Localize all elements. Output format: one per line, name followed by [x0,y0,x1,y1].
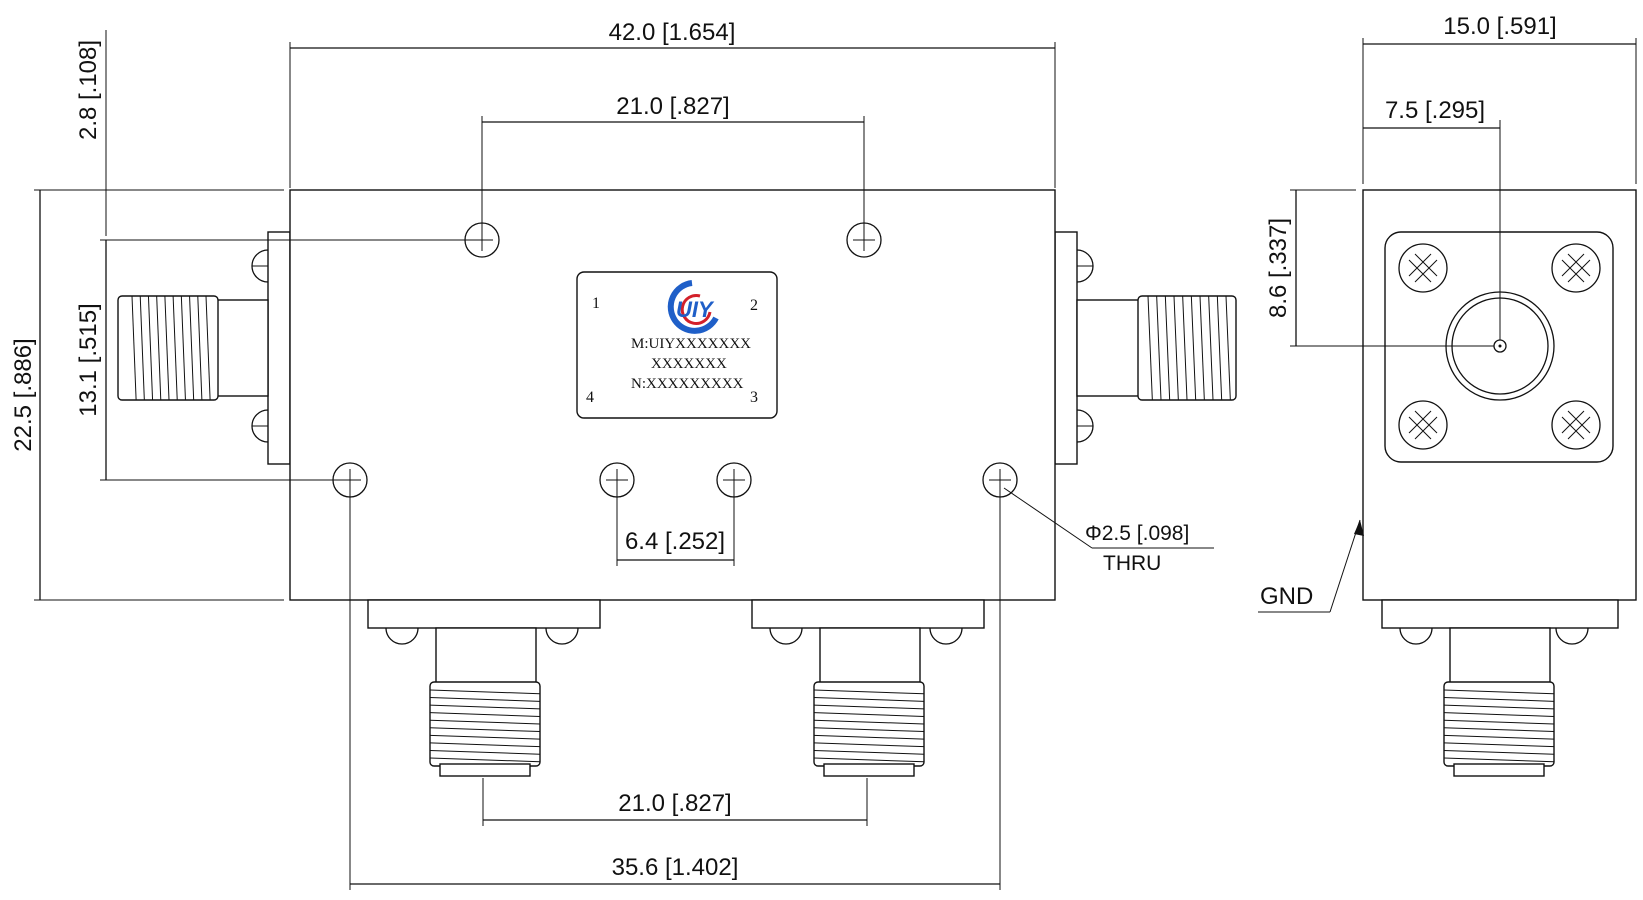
thread-line [813,749,925,755]
thread-line [429,704,541,710]
dim-top-hole-spacing: 21.0 [.827] [481,93,865,230]
thread-line [1443,742,1555,748]
thread-line [429,727,541,733]
thread-line [1443,689,1555,695]
bottom-sma-connector-right [751,599,985,777]
dim-side-center: 7.5 [.295] [1363,97,1501,340]
thread-line [1443,704,1555,710]
gnd-text: GND [1260,583,1313,610]
dim-side-width-text: 15.0 [.591] [1443,13,1556,40]
code-line: XXXXXXX [651,356,727,372]
thread-line [139,295,145,401]
flange-screw [1398,243,1448,293]
side-view [1362,189,1637,777]
dim-bottom-connector-spacing: 21.0 [.827] [482,778,868,826]
uiy-logo: UIY [667,280,719,334]
dim-top-edge-offset: 2.8 [.108] [75,30,480,241]
dim-hole-row-spacing: 13.1 [.515] [75,240,350,481]
thread-line [1208,295,1214,401]
nameplate: UIY 1 2 4 3 M:UIYXXXXXXX XXXXXXX N:XXXXX… [576,271,778,419]
hole-type-text: THRU [1103,552,1161,575]
dim-overall-length: 42.0 [1.654] [289,19,1056,188]
flange-screw [1551,400,1601,450]
thread-line [813,727,925,733]
thread-line [1182,295,1188,401]
thread-line [1443,697,1555,702]
thread-line [429,689,541,695]
thread-line [1173,295,1179,401]
thread-line [205,295,211,401]
thread-line [1443,719,1555,725]
thread-line [1190,295,1197,401]
thread-line [429,719,541,725]
port-label-2: 2 [750,297,758,314]
thread-line [1199,295,1205,401]
gnd-callout: GND [1258,519,1364,613]
thread-line [189,295,195,401]
dim-side-width: 15.0 [.591] [1362,13,1637,184]
thread-line [1443,757,1555,763]
hole-diameter-text: Φ2.5 [.098] [1085,522,1189,545]
serial-line: N:XXXXXXXXX [631,376,744,392]
thread-line [156,295,162,401]
dim-side-connector-height: 8.6 [.337] [1265,189,1494,347]
dim-outer-hole-spacing-text: 35.6 [1.402] [612,854,739,881]
dim-outer-hole-spacing: 35.6 [1.402] [349,480,1001,890]
left-sma-connector [117,231,291,465]
thread-line [429,712,541,717]
dim-side-connector-height-text: 8.6 [.337] [1265,218,1292,318]
thread-line [164,295,170,401]
dim-top-hole-spacing-text: 21.0 [.827] [616,93,729,120]
thread-line [813,697,925,702]
dim-side-center-text: 7.5 [.295] [1385,97,1485,124]
thread-line [429,749,541,755]
thread-line [147,295,154,401]
thread-line [172,295,178,401]
thread-line [813,757,925,763]
thread-line [813,742,925,748]
thread-line [1216,295,1223,401]
thread-line [813,704,925,710]
port-label-1: 1 [592,295,600,312]
logo-text: UIY [676,297,715,322]
thread-line [1147,295,1153,401]
thread-line [429,742,541,748]
dim-center-hole-spacing: 6.4 [.252] [616,480,735,566]
thread-line [1164,295,1171,401]
hole-callout: Φ2.5 [.098] THRU [1003,487,1214,575]
port-label-4: 4 [586,389,594,406]
thread-line [180,295,186,401]
bottom-sma-connector-left [367,599,601,777]
thread-line [1443,749,1555,755]
thread-line [813,712,925,717]
dim-overall-height: 22.5 [.886] [10,189,284,601]
flange-screw [1551,243,1601,293]
dim-bottom-connector-spacing-text: 21.0 [.827] [618,790,731,817]
dim-overall-length-text: 42.0 [1.654] [609,19,736,46]
thread-line [1225,295,1231,401]
dim-hole-row-spacing-text: 13.1 [.515] [75,303,102,416]
thread-line [429,734,541,740]
thread-line [813,689,925,695]
dim-overall-height-text: 22.5 [.886] [10,338,37,451]
thread-line [813,734,925,740]
thread-line [131,295,137,401]
thread-line [429,757,541,763]
port-label-3: 3 [750,389,758,406]
thread-line [1443,734,1555,740]
right-sma-connector [1054,231,1237,465]
thread-line [429,697,541,702]
dim-center-hole-spacing-text: 6.4 [.252] [625,528,725,555]
model-line: M:UIYXXXXXXX [631,336,751,352]
thread-line [197,295,203,401]
dim-top-edge-offset-text: 2.8 [.108] [75,40,102,140]
thread-line [1443,727,1555,733]
thread-line [1443,712,1555,717]
thread-line [813,719,925,725]
thread-line [1156,295,1162,401]
flange-screw [1398,400,1448,450]
